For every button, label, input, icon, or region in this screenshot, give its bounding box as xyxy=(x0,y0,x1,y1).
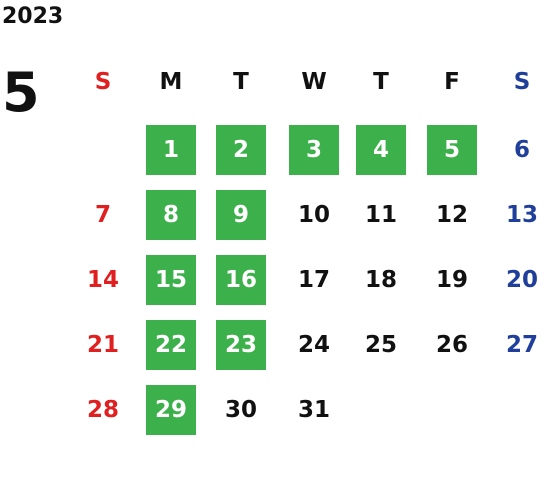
calendar-day: 17 xyxy=(297,267,330,293)
calendar-day: 31 xyxy=(297,397,330,423)
calendar-day: 3 xyxy=(289,125,339,175)
weekday-header: S xyxy=(513,69,531,95)
weekday-header: T xyxy=(233,69,249,95)
weekday-header: M xyxy=(159,69,183,95)
calendar-day: 19 xyxy=(435,267,468,293)
calendar-day: 21 xyxy=(86,332,119,358)
calendar-day: 11 xyxy=(364,202,397,228)
calendar-day: 26 xyxy=(435,332,468,358)
calendar-day: 2 xyxy=(216,125,266,175)
calendar-day: 7 xyxy=(94,202,111,228)
month-number: 5 xyxy=(2,61,40,124)
calendar-day: 30 xyxy=(224,397,257,423)
calendar-day: 1 xyxy=(146,125,196,175)
calendar-day: 15 xyxy=(146,255,196,305)
weekday-header: W xyxy=(301,69,327,95)
calendar-day: 16 xyxy=(216,255,266,305)
calendar-day: 6 xyxy=(513,137,530,163)
calendar-day: 25 xyxy=(364,332,397,358)
calendar-day: 5 xyxy=(427,125,477,175)
calendar-day: 29 xyxy=(146,385,196,435)
calendar-day: 13 xyxy=(505,202,538,228)
year-label: 2023 xyxy=(2,4,64,29)
calendar-day: 28 xyxy=(86,397,119,423)
weekday-header: S xyxy=(94,69,112,95)
calendar-day: 24 xyxy=(297,332,330,358)
weekday-header: T xyxy=(373,69,389,95)
calendar-day: 10 xyxy=(297,202,330,228)
calendar-day: 22 xyxy=(146,320,196,370)
calendar-day: 12 xyxy=(435,202,468,228)
weekday-header: F xyxy=(444,69,460,95)
calendar-day: 14 xyxy=(86,267,119,293)
calendar-day: 18 xyxy=(364,267,397,293)
calendar-day: 27 xyxy=(505,332,538,358)
calendar-day: 20 xyxy=(505,267,538,293)
calendar-day: 8 xyxy=(146,190,196,240)
calendar-day: 4 xyxy=(356,125,406,175)
calendar-day: 9 xyxy=(216,190,266,240)
calendar-day: 23 xyxy=(216,320,266,370)
